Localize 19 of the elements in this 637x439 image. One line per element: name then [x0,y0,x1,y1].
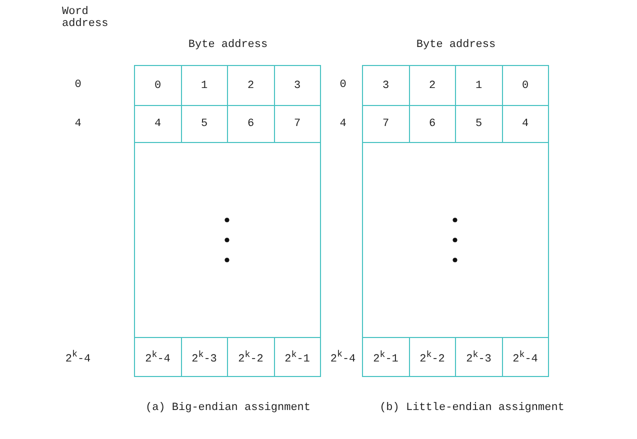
byte-address-cell: 2$^{k}$-1 [362,337,410,377]
column-header: Word address [62,6,110,30]
word-address-label: 0 [74,79,82,91]
word-address-label: 2$^{k}$-4 [330,348,356,365]
byte-address-cell: 2$^{k}$-1 [274,337,321,377]
byte-address-cell: 2$^{k}$-4 [134,337,182,377]
byte-address-cell: 3 [274,65,321,106]
column-header: Byte address [188,39,268,51]
figure-caption: (a) Big-endian assignment [145,402,311,414]
byte-address-cell: 0 [502,65,549,106]
column-header: Byte address [416,39,496,51]
byte-address-cell: 2$^{k}$-4 [502,337,549,377]
word-address-label: 4 [340,118,346,130]
byte-address-cell: 0 [134,65,182,106]
word-address-label: 0 [340,79,346,91]
byte-address-cell: 3 [362,65,410,106]
word-address-label: 2$^{k}$-4 [65,348,91,365]
figure-caption: (b) Little-endian assignment [380,402,564,414]
word-address-label: 4 [74,118,82,130]
